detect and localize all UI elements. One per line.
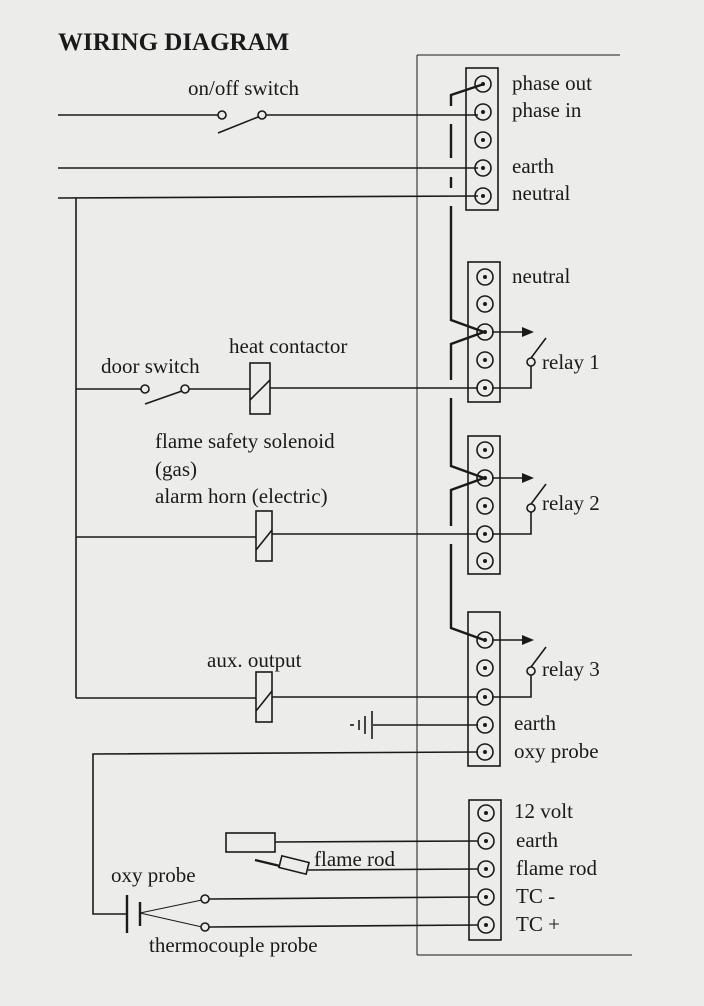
controller-enclosure xyxy=(416,54,632,956)
door-switch xyxy=(76,384,250,405)
screw-terminal-icon xyxy=(477,860,495,878)
relay-2-contact xyxy=(492,473,547,535)
relay-1-label: relay 1 xyxy=(542,350,600,374)
terminal-label-earth-2: earth xyxy=(514,711,556,735)
terminal-label-oxy-probe: oxy probe xyxy=(514,739,599,763)
screw-terminal-icon xyxy=(476,659,494,677)
screw-terminal-icon xyxy=(476,441,494,459)
terminal-label-flame-rod: flame rod xyxy=(516,856,598,880)
arrow-icon xyxy=(522,635,534,645)
screw-terminal-icon xyxy=(476,716,494,734)
arrow-icon xyxy=(522,473,534,483)
door-switch-label: door switch xyxy=(101,354,200,378)
screw-terminal-icon xyxy=(477,916,495,934)
flame-rod xyxy=(225,832,479,876)
earth-ground-icon xyxy=(350,711,478,739)
alarm-coil xyxy=(76,510,478,562)
terminal-block-2 xyxy=(467,261,501,403)
terminal-label-tc-plus: TC + xyxy=(516,912,560,936)
aux-output-coil xyxy=(76,671,478,723)
oxy-probe-wiring xyxy=(92,751,479,933)
relay-1-contact xyxy=(492,327,547,389)
on-off-switch xyxy=(217,110,267,134)
aux-output-label: aux. output xyxy=(207,648,302,672)
heat-contactor-coil xyxy=(249,362,478,415)
terminal-block-5 xyxy=(468,799,502,941)
terminal-block-3 xyxy=(467,435,501,575)
screw-terminal-icon xyxy=(476,268,494,286)
terminal-label-tc-minus: TC - xyxy=(516,884,555,908)
screw-terminal-icon xyxy=(477,888,495,906)
terminal-label-earth-3: earth xyxy=(516,828,558,852)
heat-contactor-label: heat contactor xyxy=(229,334,347,358)
screw-terminal-icon xyxy=(476,688,494,706)
screw-terminal-icon xyxy=(477,832,495,850)
terminal-label-earth: earth xyxy=(512,154,554,178)
screw-terminal-icon xyxy=(476,295,494,313)
screw-terminal-icon xyxy=(476,323,494,341)
terminal-label-12-volt: 12 volt xyxy=(514,799,573,823)
screw-terminal-icon xyxy=(476,379,494,397)
mains-wiring xyxy=(57,114,479,698)
relay-3-label: relay 3 xyxy=(542,657,600,681)
flame-rod-label: flame rod xyxy=(314,847,396,871)
screw-terminal-icon xyxy=(474,103,492,121)
terminal-label-phase-out: phase out xyxy=(512,71,592,95)
gas-label: (gas) xyxy=(155,457,197,481)
terminal-blocks xyxy=(465,67,502,941)
terminal-label-phase-in: phase in xyxy=(512,98,582,122)
thermocouple-probe-label: thermocouple probe xyxy=(149,933,318,957)
relay-2-label: relay 2 xyxy=(542,491,600,515)
oxy-probe-label: oxy probe xyxy=(111,863,196,887)
relay-3-contact xyxy=(492,635,547,698)
screw-terminal-icon xyxy=(476,497,494,515)
alarm-horn-label: alarm horn (electric) xyxy=(155,484,328,508)
screw-terminal-icon xyxy=(474,131,492,149)
screw-terminal-icon xyxy=(476,351,494,369)
screw-terminal-icon xyxy=(476,631,494,649)
flame-safety-solenoid-label: flame safety solenoid xyxy=(155,429,335,453)
terminal-label-neutral-2: neutral xyxy=(512,264,570,288)
on-off-switch-label: on/off switch xyxy=(188,76,300,100)
phase-distribution-wire xyxy=(449,82,485,642)
screw-terminal-icon xyxy=(476,743,494,761)
diagram-title: WIRING DIAGRAM xyxy=(58,29,289,56)
arrow-icon xyxy=(522,327,534,337)
screw-terminal-icon xyxy=(476,552,494,570)
terminal-label-neutral: neutral xyxy=(512,181,570,205)
screw-terminal-icon xyxy=(477,804,495,822)
screw-terminal-icon xyxy=(476,525,494,543)
screw-terminal-icon xyxy=(476,469,494,487)
relays xyxy=(492,327,547,698)
